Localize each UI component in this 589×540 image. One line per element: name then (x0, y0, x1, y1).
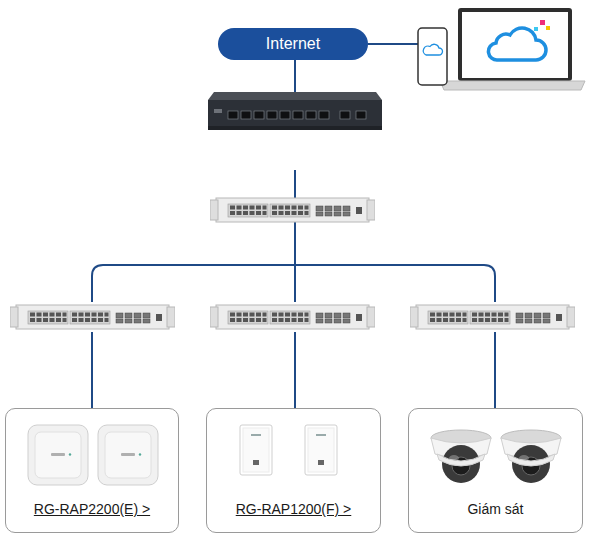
wire (294, 170, 296, 198)
access-switch (10, 305, 175, 329)
cloud-logo (423, 44, 442, 55)
device-card: RG-RAP1200(F) > (206, 408, 381, 533)
wall-ap (305, 425, 337, 475)
node-label: RG-RAP1200(F) > (236, 501, 352, 518)
dome-camera (431, 430, 491, 483)
ceiling-ap (28, 425, 88, 485)
wires (92, 44, 495, 408)
laptop-screen (462, 12, 568, 78)
node-label: Internet (266, 34, 320, 53)
wire (368, 43, 418, 45)
router (208, 92, 382, 130)
access-switch (210, 305, 375, 329)
logo-square (546, 26, 550, 30)
access-switch (410, 305, 575, 329)
logo-square (540, 20, 545, 25)
cloud-logo (488, 28, 546, 60)
router-front (208, 100, 382, 130)
device-card: Giám sát (408, 408, 583, 533)
router-top (208, 92, 382, 100)
laptop-bezel (458, 8, 572, 81)
wall-ap (240, 425, 272, 475)
router-logo (214, 109, 222, 113)
wire (494, 332, 496, 408)
logo-square (534, 27, 538, 31)
wire (294, 222, 296, 302)
core-switch (210, 198, 375, 222)
phone (418, 28, 447, 85)
node-label: Giám sát (467, 501, 523, 518)
node-label: RG-RAP2200(E) > (34, 501, 150, 518)
wire (294, 60, 296, 92)
wire (294, 332, 296, 408)
laptop-base (440, 81, 585, 90)
router-bottom (208, 126, 382, 130)
wire (92, 265, 495, 302)
ceiling-ap (98, 425, 158, 485)
internet-pill: Internet (218, 28, 368, 60)
dome-camera (501, 430, 561, 483)
phone-body (418, 28, 447, 85)
wire (91, 332, 93, 408)
device-card: RG-RAP2200(E) > (5, 408, 179, 533)
router-ports (228, 111, 366, 119)
laptop (440, 8, 585, 90)
